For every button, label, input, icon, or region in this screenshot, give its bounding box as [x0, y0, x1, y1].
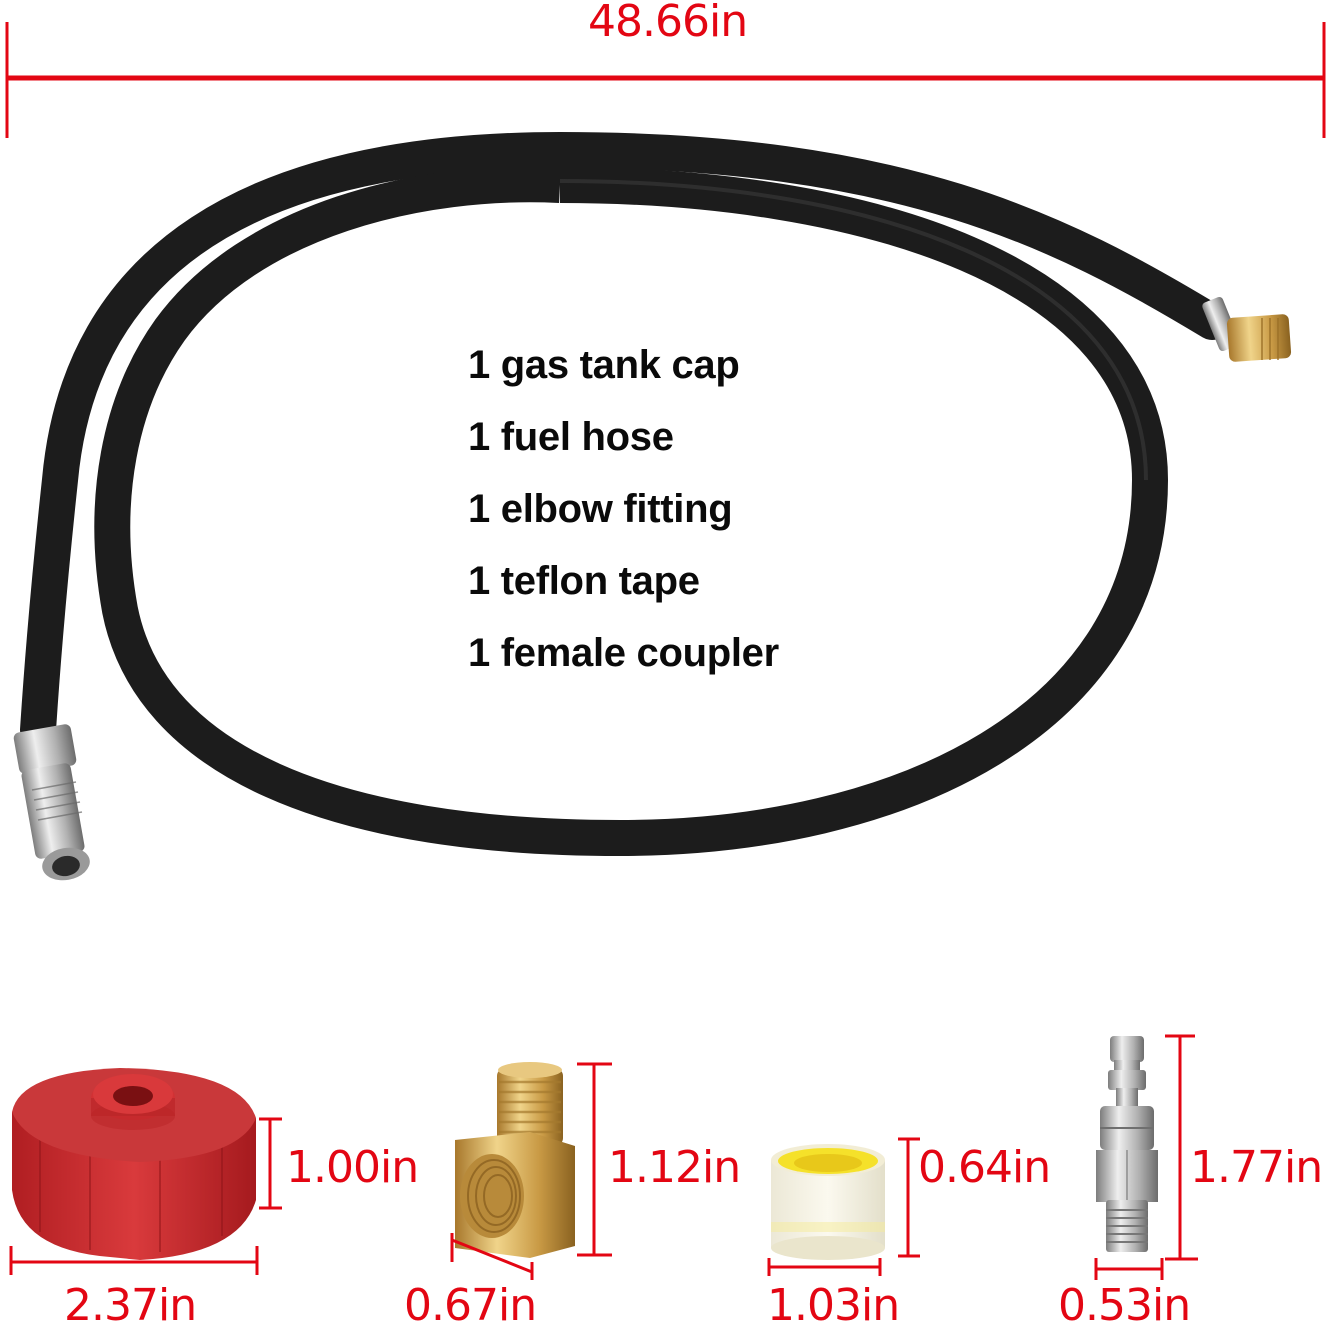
contents-item-teflon-tape: 1 teflon tape [468, 559, 700, 603]
cap-width-dimension-line [9, 1246, 259, 1275]
contents-item-fuel-hose: 1 fuel hose [468, 415, 674, 459]
hose-length-dimension-line [5, 22, 1326, 138]
brass-hose-fitting-image [1202, 296, 1292, 362]
package-contents-list: 1 gas tank cap 1 fuel hose 1 elbow fitti… [468, 342, 779, 702]
tape-width-dimension-line [767, 1258, 882, 1276]
elbow-width-label: 0.67in [404, 1280, 537, 1331]
tape-width-label: 1.03in [767, 1280, 900, 1331]
cap-height-label: 1.00in [286, 1142, 419, 1193]
cap-height-dimension-line [259, 1117, 282, 1210]
plug-width-label: 0.53in [1058, 1280, 1191, 1331]
elbow-fitting-image [455, 1062, 575, 1258]
plug-width-dimension-line [1094, 1258, 1164, 1280]
cap-width-label: 2.37in [64, 1280, 197, 1331]
coupler-plug-image [1096, 1036, 1158, 1252]
elbow-height-label: 1.12in [608, 1142, 741, 1193]
contents-item-gas-tank-cap: 1 gas tank cap [468, 343, 740, 387]
plug-height-dimension-line [1165, 1034, 1198, 1261]
hose-length-label: 48.66in [588, 0, 748, 47]
gas-tank-cap-image [12, 1068, 256, 1260]
tape-height-dimension-line [898, 1137, 920, 1258]
elbow-height-dimension-line [577, 1062, 612, 1257]
female-coupler-on-hose-image [13, 724, 90, 881]
plug-height-label: 1.77in [1190, 1142, 1323, 1193]
contents-item-female-coupler: 1 female coupler [468, 631, 779, 675]
tape-height-label: 0.64in [918, 1142, 1051, 1193]
elbow-width-dimension-line [450, 1233, 534, 1280]
fuel-hose-image [20, 131, 1230, 857]
teflon-tape-image [771, 1144, 885, 1260]
contents-item-elbow-fitting: 1 elbow fitting [468, 487, 733, 531]
